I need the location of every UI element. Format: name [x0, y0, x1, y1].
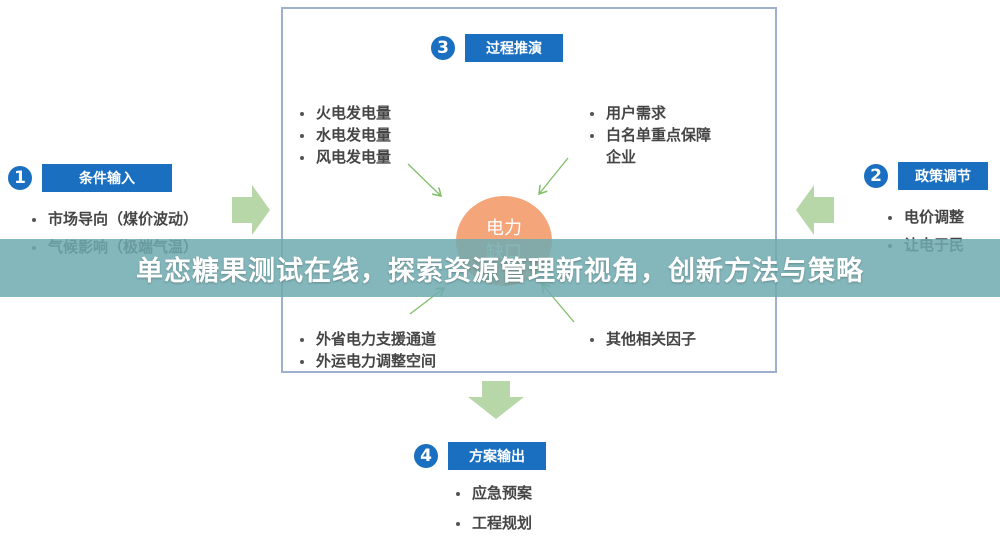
- list-item-continuation: 企业: [606, 148, 637, 166]
- title-banner: 单恋糖果测试在线，探索资源管理新视角，创新方法与策略: [0, 239, 1000, 297]
- step-3-header: 3 过程推演: [431, 34, 563, 62]
- supply-adjust-list: 外省电力支援通道 外运电力调整空间: [296, 328, 436, 372]
- banner-title: 单恋糖果测试在线，探索资源管理新视角，创新方法与策略: [136, 255, 864, 287]
- step-4-number-badge: 4: [414, 444, 438, 468]
- list-item: 外省电力支援通道: [296, 328, 436, 350]
- list-item: 用户需求: [586, 102, 711, 124]
- big-right-arrow-icon: [232, 185, 270, 235]
- step-2-label: 政策调节: [898, 162, 988, 190]
- list-item: 水电发电量: [296, 124, 391, 146]
- list-item: 其他相关因子: [586, 328, 696, 350]
- step-4-header: 4 方案输出: [414, 442, 546, 470]
- list-item: 白名单重点保障 企业: [586, 124, 711, 168]
- list-item-text: 白名单重点保障: [606, 126, 712, 144]
- list-item: 风电发电量: [296, 146, 391, 168]
- step-1-label: 条件输入: [42, 164, 172, 192]
- other-factors-list: 其他相关因子: [586, 328, 696, 350]
- list-item: 应急预案: [452, 482, 532, 504]
- list-item: 工程规划: [452, 512, 532, 534]
- step-3-label: 过程推演: [465, 34, 563, 62]
- demand-factors-list: 用户需求 白名单重点保障 企业: [586, 102, 711, 168]
- step-3-number-badge: 3: [431, 36, 455, 60]
- step-1-header: 1 条件输入: [8, 164, 172, 192]
- generation-factors-list: 火电发电量 水电发电量 风电发电量: [296, 102, 391, 168]
- step-2-header: 2 政策调节: [864, 162, 988, 190]
- process-frame: [281, 7, 777, 373]
- list-item: 市场导向（煤价波动）: [28, 208, 198, 230]
- step-2-number-badge: 2: [864, 164, 888, 188]
- big-down-arrow-icon: [468, 381, 524, 419]
- list-item: 火电发电量: [296, 102, 391, 124]
- big-left-arrow-icon: [796, 185, 834, 235]
- step-4-label: 方案输出: [448, 442, 546, 470]
- step-1-number-badge: 1: [8, 166, 32, 190]
- list-item: 外运电力调整空间: [296, 350, 436, 372]
- list-item: 电价调整: [884, 206, 964, 228]
- step-4-list: 应急预案 工程规划: [452, 482, 532, 534]
- core-label-line1: 电力: [486, 218, 522, 239]
